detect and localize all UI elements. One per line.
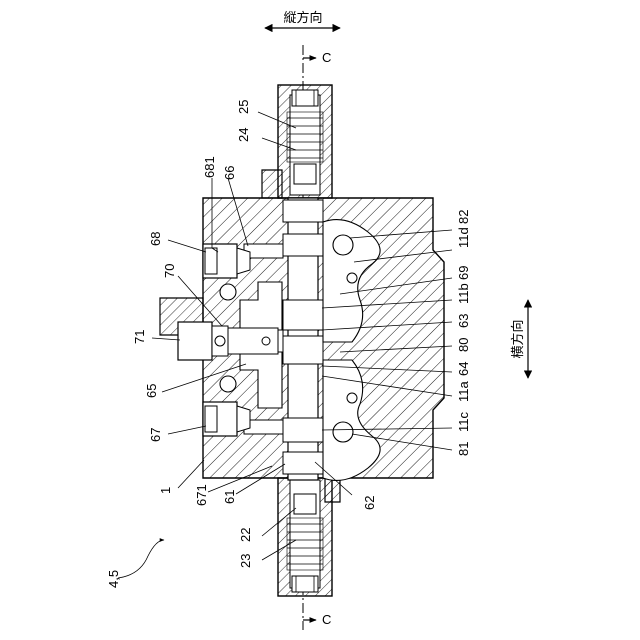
label-61: 61 [222,490,237,504]
label-681: 681 [202,156,217,178]
label-63: 63 [456,314,471,328]
label-11b: 11b [456,283,471,304]
label-66: 66 [222,166,237,180]
body-hole-upper [220,284,236,300]
label-671: 671 [194,484,209,506]
label-81: 81 [456,442,471,456]
spool [283,198,323,480]
label-64: 64 [456,362,471,376]
label-11d: 11d [456,227,471,248]
label-69: 69 [456,266,471,280]
label-22: 22 [238,528,253,542]
label-82: 82 [456,210,471,224]
section-mark-top: C [322,50,331,65]
horizontal-direction-indicator: 横方向 [510,300,528,378]
label-68: 68 [148,232,163,246]
label-24: 24 [236,128,251,142]
section-mark-bottom: C [322,612,331,627]
horizontal-direction-label: 横方向 [510,319,526,358]
body-hole-lower [220,376,236,392]
label-11a: 11a [456,381,471,402]
vertical-direction-label: 縦方向 [283,10,322,26]
label-4-5: 4,5 [106,570,121,588]
label-25: 25 [236,100,251,114]
label-11c: 11c [456,412,471,432]
label-65: 65 [144,384,159,398]
label-80: 80 [456,338,471,352]
lower-housing [278,478,332,596]
label-70: 70 [162,264,177,278]
label-71: 71 [132,330,147,344]
label-62: 62 [362,496,377,510]
vertical-direction-indicator: 縦方向 [265,10,340,28]
label-1: 1 [158,487,173,494]
label-67: 67 [148,428,163,442]
port-71 [178,322,278,360]
label-23: 23 [238,554,253,568]
upper-housing [278,85,332,198]
